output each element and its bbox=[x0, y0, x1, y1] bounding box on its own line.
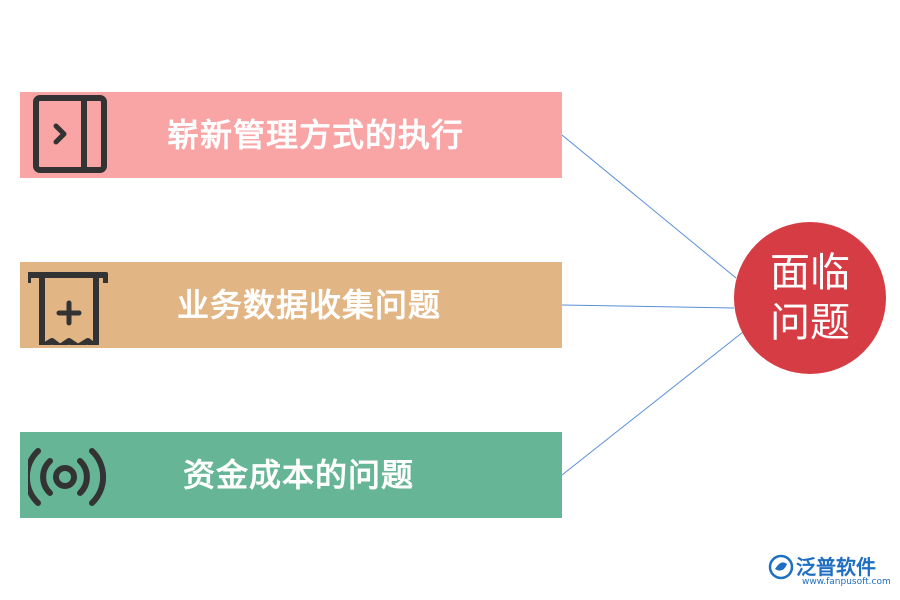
broadcast-icon bbox=[28, 448, 107, 506]
central-topic-line-1: 面临 bbox=[770, 250, 850, 296]
central-topic-circle: 面临 问题 bbox=[734, 222, 886, 374]
connector-line-2 bbox=[561, 304, 735, 309]
connector-line-1 bbox=[561, 134, 737, 279]
problem-item-2: 业务数据收集问题 bbox=[20, 262, 562, 348]
problem-item-label: 崭新管理方式的执行 bbox=[167, 116, 465, 154]
connector-line-3 bbox=[561, 331, 744, 476]
receipt-add-icon bbox=[28, 272, 108, 345]
central-topic-line-2: 问题 bbox=[770, 300, 850, 346]
problem-item-3: 资金成本的问题 bbox=[20, 432, 562, 518]
problem-item-label: 资金成本的问题 bbox=[183, 456, 415, 494]
brand-name: 泛普软件 bbox=[796, 555, 876, 579]
door-exit-icon bbox=[33, 95, 107, 173]
brand-logo-icon bbox=[768, 554, 794, 580]
brand-watermark: 泛普软件 www.fanpusoft.com bbox=[768, 551, 893, 595]
brand-url: www.fanpusoft.com bbox=[802, 577, 891, 587]
problem-item-label: 业务数据收集问题 bbox=[177, 286, 442, 324]
problem-item-1: 崭新管理方式的执行 bbox=[20, 92, 562, 178]
